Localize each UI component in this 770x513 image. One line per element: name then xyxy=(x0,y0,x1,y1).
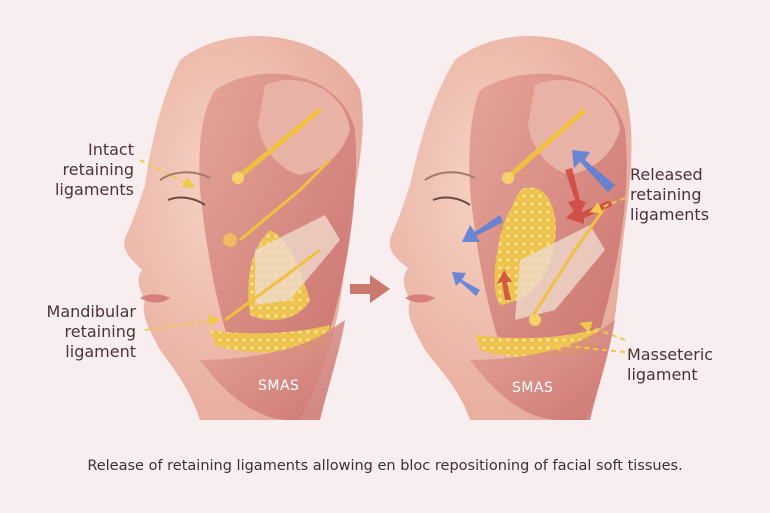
right-arrow-icon xyxy=(350,275,390,303)
label-smas-left: SMAS xyxy=(258,378,300,394)
label-line: retaining xyxy=(62,160,134,179)
label-line: Masseteric xyxy=(627,345,714,364)
label-line: ligament xyxy=(627,365,698,384)
label-line: ligaments xyxy=(54,180,134,199)
left-head-illustration xyxy=(124,36,363,420)
label-smas-right: SMAS xyxy=(512,380,554,396)
label-line: ligament xyxy=(65,342,136,361)
label-masseteric-ligament: Masseteric ligament xyxy=(627,345,713,385)
label-line: retaining xyxy=(64,322,136,341)
blue-lift-arrows xyxy=(452,150,615,296)
label-line: ligaments xyxy=(630,205,710,224)
label-line: Intact xyxy=(87,140,134,159)
label-intact-retaining-ligaments: Intact retaining ligaments xyxy=(40,140,134,200)
label-line: Released xyxy=(630,165,703,184)
figure-caption: Release of retaining ligaments allowing … xyxy=(87,458,683,474)
label-line: retaining xyxy=(630,185,702,204)
label-mandibular-retaining-ligament: Mandibular retaining ligament xyxy=(30,302,136,362)
label-line: Mandibular xyxy=(46,302,136,321)
right-head-illustration xyxy=(389,36,632,420)
label-released-retaining-ligaments: Released retaining ligaments xyxy=(630,165,709,225)
